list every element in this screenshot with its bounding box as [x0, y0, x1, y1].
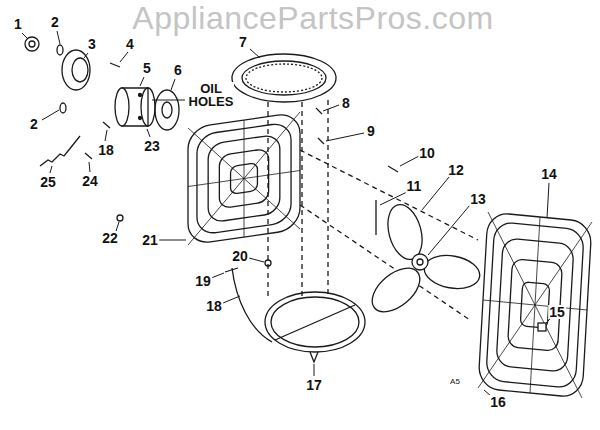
- nut: [25, 37, 39, 51]
- base-ring: [265, 292, 365, 352]
- callout-number: 18: [97, 143, 115, 157]
- badge: [538, 323, 546, 331]
- callout-number: 5: [142, 61, 152, 75]
- screw: [110, 63, 120, 67]
- power-cord: [40, 136, 80, 166]
- callout-number: 16: [489, 395, 507, 409]
- callout-number: 17: [305, 378, 323, 392]
- watermark: AppliancePartsPros.com: [132, 2, 493, 34]
- screw: [85, 153, 92, 159]
- callout-number: 8: [341, 96, 351, 110]
- callout-number: 10: [418, 146, 436, 160]
- callout-number: 7: [238, 35, 248, 49]
- callout-number: 1: [13, 17, 23, 31]
- screw: [265, 260, 271, 266]
- callout-number: 22: [101, 231, 119, 245]
- callout-number: 25: [39, 175, 57, 189]
- rear-grille: [188, 112, 300, 245]
- callout-number: 13: [469, 192, 487, 206]
- callout-number: 11: [406, 179, 423, 193]
- callout-number: 3: [87, 37, 97, 51]
- callout-number: 4: [125, 37, 135, 51]
- oil-hole: [139, 94, 142, 97]
- clip: [388, 166, 398, 172]
- callout-number: 14: [540, 167, 558, 181]
- washer: [57, 45, 63, 55]
- callout-number: 9: [366, 124, 376, 138]
- strain-relief: [225, 268, 238, 272]
- washer: [60, 103, 66, 113]
- callout-number: 12: [447, 163, 465, 177]
- callout-number: 21: [141, 233, 159, 247]
- callout-number: 15: [548, 305, 566, 319]
- top-ring: [232, 54, 336, 102]
- base-ring-inner: [271, 297, 359, 347]
- oil-hole: [139, 117, 142, 120]
- callout-number: 23: [143, 139, 161, 153]
- motor-cap: [115, 88, 129, 126]
- screw: [316, 108, 322, 114]
- callout-number: 2: [50, 15, 60, 29]
- callout-number: 24: [81, 174, 99, 188]
- hub-inner: [72, 58, 88, 82]
- screw: [318, 138, 324, 144]
- hub-disc: [62, 50, 90, 90]
- screw: [117, 215, 123, 221]
- screw: [103, 122, 110, 128]
- callout-number: 18: [205, 299, 223, 313]
- callout-number: 19: [194, 274, 212, 288]
- nut-hole: [29, 41, 35, 47]
- top-ring-inner: [242, 61, 326, 95]
- top-ring-detail: [246, 64, 322, 92]
- cord: [232, 268, 272, 342]
- fan-blade: [364, 201, 482, 320]
- callout-number: 2: [29, 117, 39, 131]
- callout-number: 6: [173, 63, 183, 77]
- foot: [310, 352, 318, 362]
- motor-cap: [141, 88, 155, 126]
- motor-housing: [155, 90, 179, 130]
- leader-lines: [22, 31, 550, 396]
- base-brace: [275, 305, 355, 340]
- rod: [375, 200, 376, 235]
- note-text: OIL HOLES: [188, 82, 234, 108]
- front-grille: [478, 212, 592, 398]
- callout-number: 20: [231, 249, 249, 263]
- motor-housing-hub: [162, 102, 172, 118]
- figure-code: A5: [450, 378, 460, 386]
